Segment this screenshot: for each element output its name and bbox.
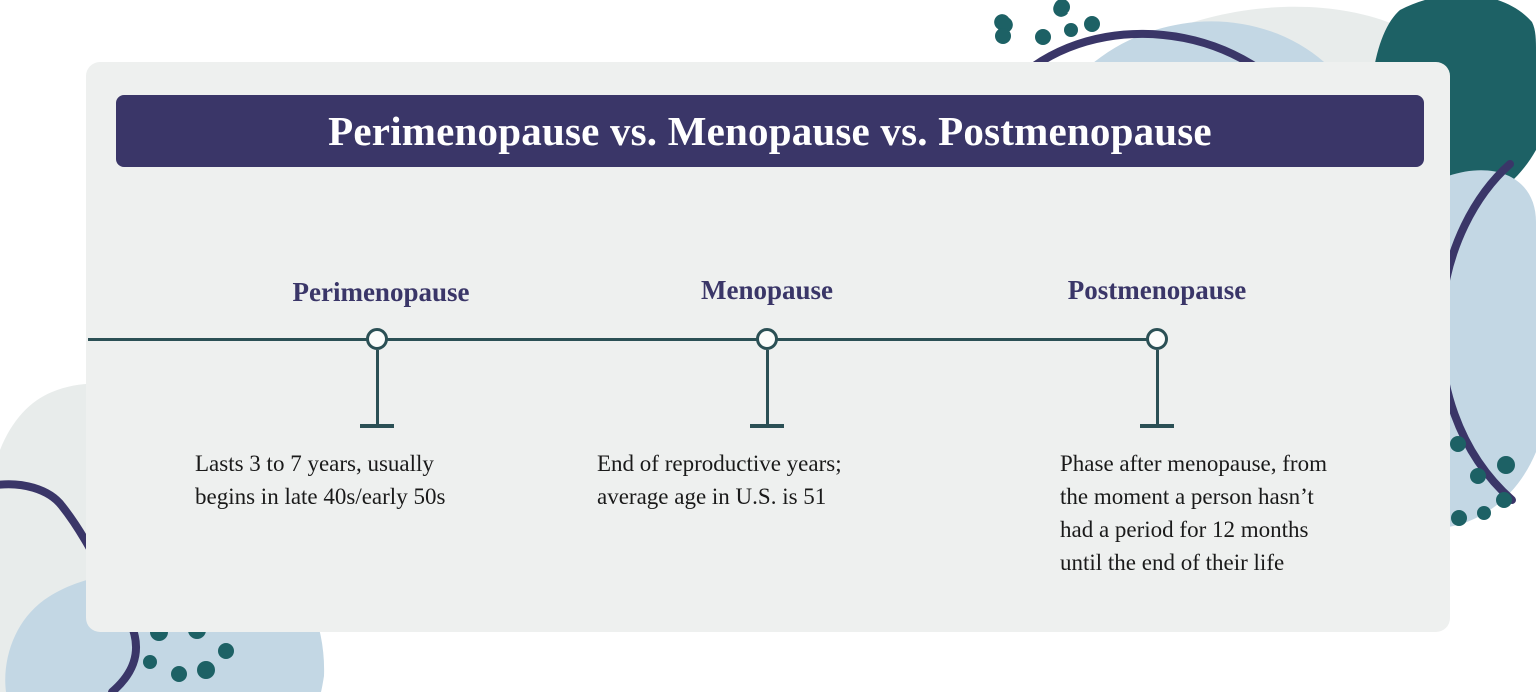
- stage-description-perimenopause: Lasts 3 to 7 years, usually begins in la…: [195, 447, 445, 513]
- stage-heading-perimenopause: Perimenopause: [292, 277, 470, 307]
- timeline-node-circle-postmenopause[interactable]: [1146, 328, 1168, 350]
- stage-description-postmenopause: Phase after menopause, from the moment a…: [1060, 447, 1327, 579]
- timeline-stem-perimenopause: [375, 350, 379, 426]
- timeline: Perimenopause Lasts 3 to 7 years, usuall…: [86, 62, 1450, 632]
- description-line: End of reproductive years;: [597, 451, 842, 476]
- stage-heading-postmenopause: Postmenopause: [1067, 275, 1247, 305]
- timeline-foot-menopause: [750, 424, 784, 428]
- timeline-node-circle-perimenopause[interactable]: [366, 328, 388, 350]
- description-line: average age in U.S. is 51: [597, 484, 827, 509]
- description-line: the moment a person hasn’t: [1060, 484, 1314, 509]
- timeline-foot-perimenopause: [360, 424, 394, 428]
- page-title: Perimenopause vs. Menopause vs. Postmeno…: [328, 107, 1212, 154]
- decor-teal-dots-top-right: [994, 0, 1100, 45]
- timeline-foot-postmenopause: [1140, 424, 1174, 428]
- timeline-stem-menopause: [765, 350, 769, 426]
- description-line: Phase after menopause, from: [1060, 451, 1327, 476]
- stage-heading-menopause: Menopause: [700, 275, 833, 305]
- timeline-stem-postmenopause: [1155, 350, 1159, 426]
- stage-description-menopause: End of reproductive years; average age i…: [597, 447, 842, 513]
- decor-teal-dots-right: [1450, 436, 1515, 526]
- description-line: until the end of their life: [1060, 550, 1285, 575]
- description-line: begins in late 40s/early 50s: [195, 484, 446, 509]
- timeline-axis-line: [88, 338, 1158, 341]
- description-line: Lasts 3 to 7 years, usually: [195, 451, 434, 476]
- timeline-node-circle-menopause[interactable]: [756, 328, 778, 350]
- title-bar: Perimenopause vs. Menopause vs. Postmeno…: [116, 95, 1424, 167]
- infographic-card: Perimenopause vs. Menopause vs. Postmeno…: [86, 62, 1450, 632]
- description-line: had a period for 12 months: [1060, 517, 1309, 542]
